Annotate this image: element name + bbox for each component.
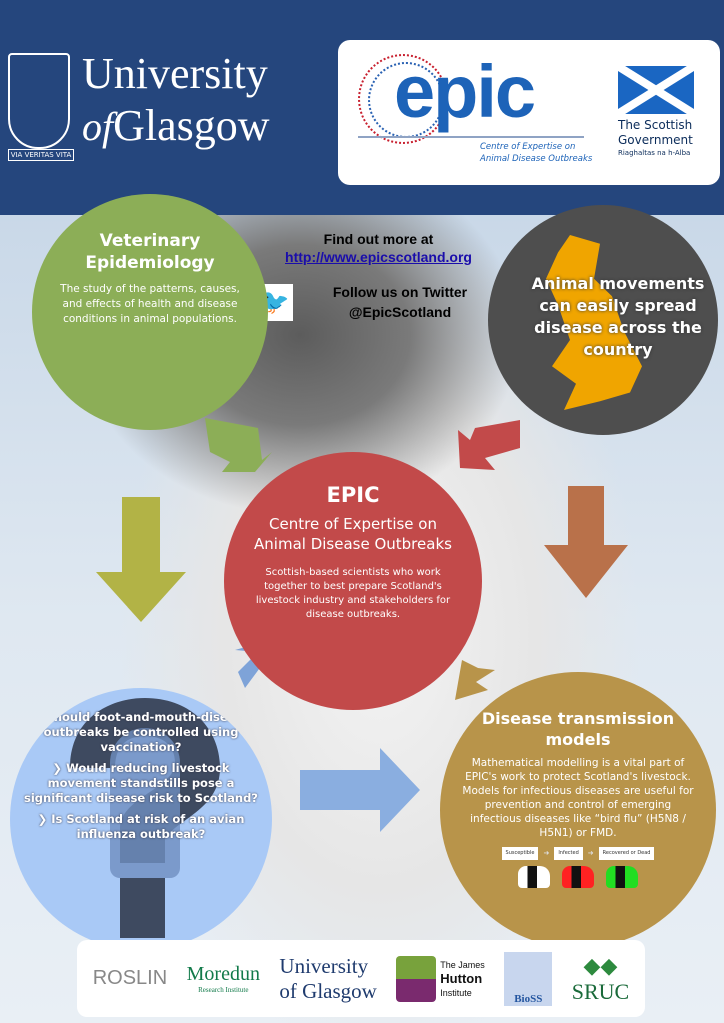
moredun-logo: Moredun	[186, 962, 260, 985]
saltire-flag-icon	[618, 66, 694, 114]
animal-movements-circle: Animal movements can easily spread disea…	[488, 205, 718, 435]
arrow-gold-icon	[455, 660, 495, 700]
question-text: Is Scotland at risk of an avian influenz…	[51, 812, 245, 841]
cow-recovered-icon	[606, 866, 638, 888]
partner-logo-box: epic Centre of Expertise on Animal Diseas…	[338, 40, 720, 185]
scotgov-gaelic: Riaghaltas na h-Alba	[618, 149, 691, 157]
cow-susceptible-icon	[518, 866, 550, 888]
vet-body: The study of the patterns, causes, and e…	[60, 283, 240, 325]
state-susceptible: Susceptible	[501, 847, 539, 860]
question-item: ❯ Would reducing livestock movement stan…	[24, 761, 258, 805]
arrow-right-icon: ➜	[587, 849, 594, 857]
question-text: Would reducing livestock movement stands…	[24, 761, 258, 805]
scotgov-line1: The Scottish	[618, 118, 693, 132]
question-item: ❯ Is Scotland at risk of an avian influe…	[37, 812, 245, 841]
twitter-label: Follow us on Twitter	[332, 284, 468, 300]
epic-title: EPIC	[326, 483, 380, 507]
uog-partner-line2: of Glasgow	[279, 978, 377, 1003]
questions-circle: ❯ Should foot-and-mouth-disease outbreak…	[10, 688, 272, 950]
divider	[358, 136, 584, 138]
hutton-line2: Hutton	[440, 970, 483, 986]
state-recovered: Recovered or Dead	[598, 847, 655, 860]
arrow-blue-right-icon	[300, 748, 420, 832]
sir-diagram: Susceptible ➜ Infected ➜ Recovered or Dead	[501, 847, 655, 860]
header: VIA VERITAS VITA University ofGlasgow epi…	[0, 0, 724, 215]
hutton-line3: Institute	[440, 987, 472, 998]
question-text: Should foot-and-mouth-disease outbreaks …	[43, 710, 251, 754]
epic-ring-icon	[358, 54, 448, 144]
motto: VIA VERITAS VITA	[8, 148, 74, 161]
crest-icon: VIA VERITAS VITA	[8, 52, 74, 161]
epic-subtitle-2: Animal Disease Outbreaks	[480, 154, 593, 164]
twitter-handle[interactable]: @EpicScotland	[348, 304, 452, 320]
arrow-olive-icon	[96, 497, 186, 622]
question-mark-icon	[70, 698, 220, 938]
transmission-models-circle: Disease transmission models Mathematical…	[440, 672, 716, 948]
website-link[interactable]: http://www.epicscotland.org	[285, 249, 472, 265]
epic-body: Scottish-based scientists who work toget…	[255, 567, 451, 620]
thinking-figure-icon	[110, 728, 180, 878]
university-of-glasgow-logo: VIA VERITAS VITA University ofGlasgow	[8, 48, 270, 161]
hutton-line1: The James	[440, 959, 485, 970]
uog-partner-line1: University	[279, 954, 369, 979]
movements-text: Animal movements can easily spread disea…	[531, 274, 705, 359]
question-item: ❯ Should foot-and-mouth-disease outbreak…	[31, 710, 251, 754]
epic-subtitle-1: Centre of Expertise on	[480, 142, 576, 152]
bioss-logo: BioSS	[504, 951, 553, 1006]
uog-of: of	[82, 104, 114, 149]
veterinary-epidemiology-circle: Veterinary Epidemiology The study of the…	[32, 194, 268, 430]
question-list: ❯ Should foot-and-mouth-disease outbreak…	[20, 710, 262, 848]
epic-center-circle: EPIC Centre of Expertise on Animal Disea…	[224, 452, 482, 710]
arrow-right-icon: ➜	[543, 849, 550, 857]
models-title: Disease transmission models	[481, 709, 675, 749]
find-out-more: Find out more at	[323, 231, 434, 247]
arrow-brown-icon	[544, 486, 628, 598]
contact-info: Find out more at http://www.epicscotland…	[256, 230, 501, 322]
state-infected: Infected	[554, 847, 583, 860]
arrow-red-icon	[458, 420, 520, 470]
arrow-green-icon	[205, 418, 272, 472]
models-body: Mathematical modelling is a vital part o…	[462, 757, 694, 839]
uog-line2: Glasgow	[113, 101, 270, 150]
moredun-sub: Research Institute	[198, 985, 249, 994]
scotgov-line2: Government	[618, 133, 693, 147]
sruc-diamond-icon: ◆◆	[583, 953, 618, 979]
roslin-logo: ROSLIN	[92, 967, 168, 989]
cow-infected-icon	[562, 866, 594, 888]
uog-line1: University	[82, 49, 268, 98]
epic-subtitle: Centre of Expertise on Animal Disease Ou…	[254, 515, 452, 553]
epic-wordmark: epic	[394, 50, 536, 133]
hutton-icon	[396, 955, 437, 1002]
sruc-logo: SRUC	[571, 978, 630, 1004]
vet-title: Veterinary Epidemiology	[85, 231, 215, 273]
